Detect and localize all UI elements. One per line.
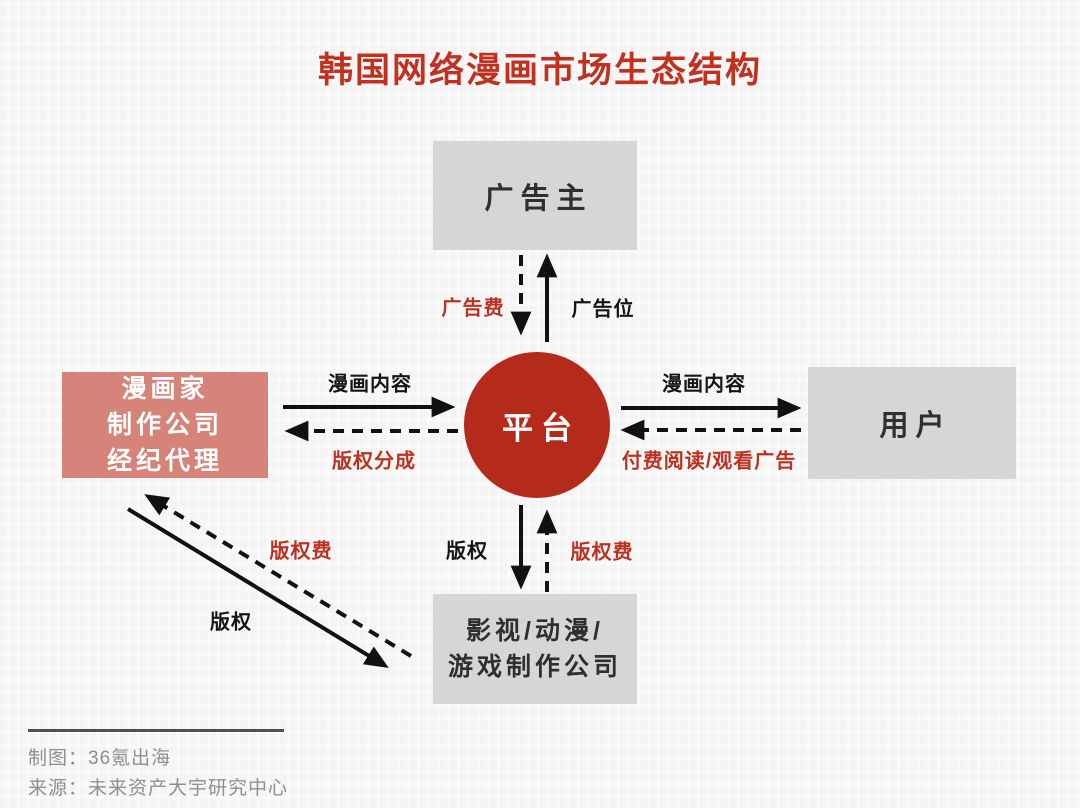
node-advertiser-label: 广告主 xyxy=(484,182,593,215)
node-creators-line3: 经纪代理 xyxy=(106,447,223,475)
node-advertiser: 广告主 xyxy=(433,141,637,250)
node-producers-line2: 游戏制作公司 xyxy=(447,653,622,681)
node-platform: 平台 xyxy=(464,352,610,498)
edge-label-ad-fee: 广告费 xyxy=(441,297,505,320)
node-creators-line1: 漫画家 xyxy=(121,375,209,403)
edge-label-copyright-down: 版权 xyxy=(446,540,488,563)
node-users: 用户 xyxy=(808,367,1016,479)
node-creators: 漫画家 制作公司 经纪代理 xyxy=(62,372,268,478)
edge-label-paid-reading: 付费阅读/观看广告 xyxy=(621,450,797,473)
diagram-title: 韩国网络漫画市场生态结构 xyxy=(317,51,762,90)
edge-copyright-diagonal-arrow xyxy=(126,507,389,668)
edge-label-ad-slot: 广告位 xyxy=(571,298,635,321)
node-producers-line1: 影视/动漫/ xyxy=(466,617,604,645)
edge-copyright-fee-diagonal-arrow xyxy=(144,494,413,658)
footer-credit: 制图：36氪出海 xyxy=(28,748,172,769)
edge-label-copyright-fee-diagonal: 版权费 xyxy=(269,540,333,563)
edge-label-comic-content-right: 漫画内容 xyxy=(662,373,746,396)
edge-label-copyright-share: 版权分成 xyxy=(332,450,416,473)
footer-source: 来源：未来资产大宇研究中心 xyxy=(28,778,289,799)
node-producers: 影视/动漫/ 游戏制作公司 xyxy=(433,594,637,704)
footer-divider xyxy=(28,729,284,732)
node-platform-label: 平台 xyxy=(502,410,580,446)
node-users-label: 用户 xyxy=(879,410,952,442)
edge-label-comic-content-left: 漫画内容 xyxy=(328,373,412,396)
edge-label-copyright-fee-up: 版权费 xyxy=(570,541,634,564)
node-creators-line2: 制作公司 xyxy=(106,411,223,439)
edge-label-copyright-diagonal: 版权 xyxy=(210,611,252,634)
